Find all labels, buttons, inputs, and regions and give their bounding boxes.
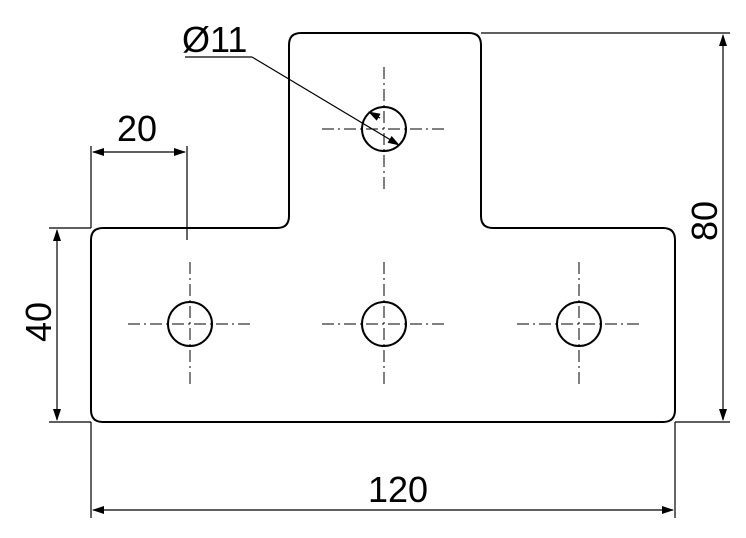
bottom-height-label: 40: [18, 302, 59, 342]
total-height-dimension: [481, 32, 730, 423]
diameter-dimension: [185, 56, 400, 146]
offset-dimension: [90, 146, 188, 240]
center-lines: [128, 67, 641, 386]
total-height-label: 80: [684, 201, 725, 241]
total-width-label: 120: [368, 469, 428, 510]
diameter-label: Ø11: [182, 19, 247, 60]
bottom-height-dimension: [49, 227, 91, 423]
offset-label: 20: [117, 108, 157, 149]
plate-outline: [90, 32, 676, 423]
total-width-dimension: [90, 422, 676, 518]
